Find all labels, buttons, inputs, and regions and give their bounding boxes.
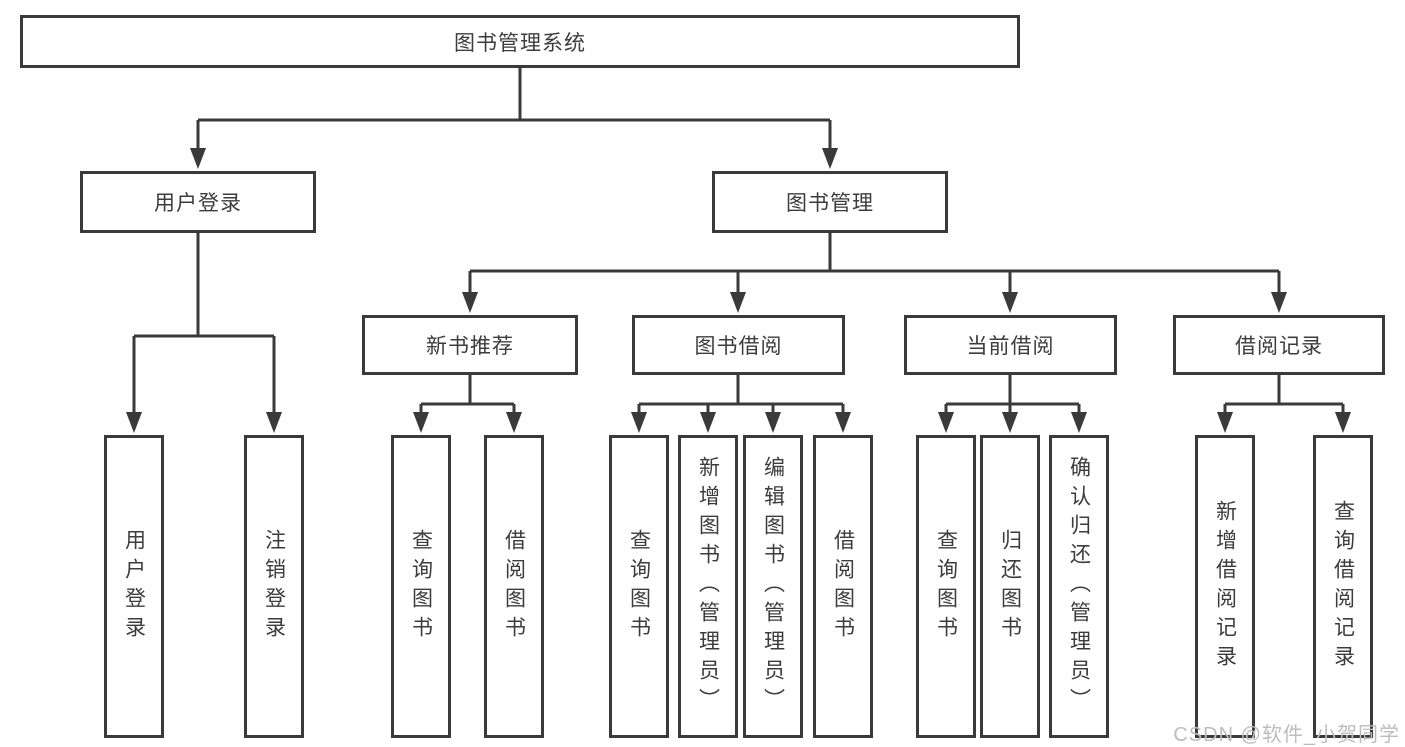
leaf-edit-books-admin-label: 编辑图书（管理员）: [761, 456, 785, 717]
leaf-query-books-borrow: 查询图书: [609, 435, 669, 738]
node-current-borrow: 当前借阅: [904, 315, 1117, 375]
leaf-logout-label: 注销登录: [262, 528, 286, 645]
node-new-book-recommend-label: 新书推荐: [426, 335, 514, 358]
leaf-add-books-admin: 新增图书（管理员）: [678, 435, 738, 738]
leaf-borrow-books-recommend-label: 借阅图书: [502, 528, 526, 645]
leaf-query-books-current-label: 查询图书: [934, 528, 958, 645]
leaf-query-borrow-record: 查询借阅记录: [1313, 435, 1373, 738]
node-book-management: 图书管理: [712, 171, 948, 233]
leaf-query-books-recommend: 查询图书: [391, 435, 451, 738]
leaf-add-borrow-record-label: 新增借阅记录: [1213, 499, 1237, 674]
leaf-borrow-books: 借阅图书: [813, 435, 873, 738]
leaf-borrow-books-recommend: 借阅图书: [484, 435, 544, 738]
node-borrow-records: 借阅记录: [1173, 315, 1385, 375]
leaf-query-books-recommend-label: 查询图书: [409, 528, 433, 645]
leaf-query-books-borrow-label: 查询图书: [627, 528, 651, 645]
leaf-return-books-label: 归还图书: [998, 528, 1022, 645]
leaf-add-books-admin-label: 新增图书（管理员）: [696, 456, 720, 717]
leaf-logout: 注销登录: [244, 435, 304, 738]
node-borrow-records-label: 借阅记录: [1235, 335, 1323, 358]
leaf-return-books: 归还图书: [980, 435, 1040, 738]
node-root-label: 图书管理系统: [454, 31, 586, 55]
node-book-management-label: 图书管理: [786, 192, 874, 215]
leaf-user-login-label: 用户登录: [122, 528, 146, 645]
leaf-borrow-books-label: 借阅图书: [831, 528, 855, 645]
leaf-edit-books-admin: 编辑图书（管理员）: [743, 435, 803, 738]
leaf-query-borrow-record-label: 查询借阅记录: [1331, 499, 1355, 674]
csdn-watermark: CSDN @软件_小贺同学: [1173, 724, 1400, 746]
leaf-user-login: 用户登录: [104, 435, 164, 738]
node-root: 图书管理系统: [20, 15, 1020, 68]
node-user-login: 用户登录: [80, 171, 316, 233]
node-current-borrow-label: 当前借阅: [966, 335, 1055, 358]
node-new-book-recommend: 新书推荐: [362, 315, 578, 375]
leaf-add-borrow-record: 新增借阅记录: [1195, 435, 1255, 738]
leaf-confirm-return-admin: 确认归还（管理员）: [1049, 435, 1109, 738]
leaf-confirm-return-admin-label: 确认归还（管理员）: [1067, 456, 1091, 717]
node-book-borrow: 图书借阅: [632, 315, 845, 375]
node-user-login-label: 用户登录: [154, 192, 242, 215]
leaf-query-books-current: 查询图书: [916, 435, 976, 738]
node-book-borrow-label: 图书借阅: [694, 335, 783, 358]
